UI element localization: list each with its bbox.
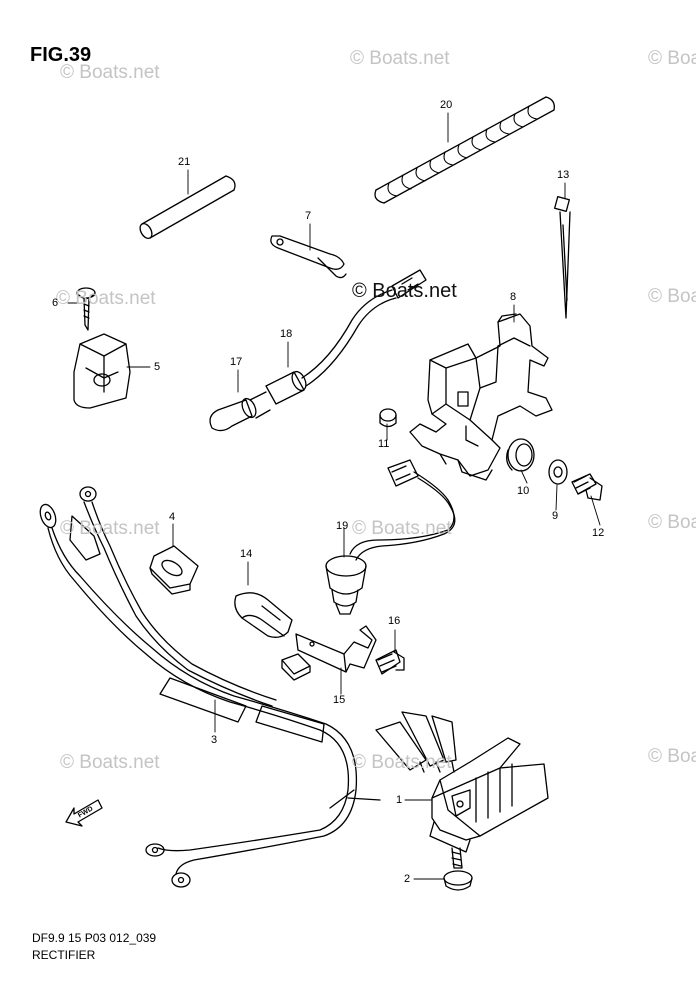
- callout-20: 20: [440, 99, 453, 111]
- part-clamp: [270, 235, 347, 279]
- part-spiral-wrap: [374, 96, 555, 204]
- callout-2: 2: [404, 873, 411, 885]
- callout-10: 10: [517, 485, 530, 497]
- callout-17: 17: [230, 356, 243, 368]
- callout-14: 14: [240, 548, 253, 560]
- figure-title: FIG.39: [30, 44, 92, 66]
- callout-6: 6: [52, 297, 59, 309]
- part-cap: [379, 408, 397, 428]
- watermark: © Boats.net: [350, 48, 450, 69]
- watermark: © Boats.net: [60, 62, 160, 83]
- watermark: © Boats.net: [60, 518, 160, 539]
- callout-19: 19: [336, 520, 349, 532]
- part-bolt: [571, 473, 603, 501]
- callout-18: 18: [280, 328, 293, 340]
- watermark: © Boats.net: [648, 48, 696, 69]
- part-mounting-bolt: [443, 847, 473, 891]
- part-cover: [234, 592, 293, 638]
- part-grommet-plate: [149, 545, 199, 595]
- callout-21: 21: [178, 156, 191, 168]
- leader-lines: [67, 112, 601, 880]
- part-holder: [73, 333, 131, 409]
- callout-8: 8: [510, 291, 517, 303]
- figure-name: RECTIFIER: [32, 948, 96, 962]
- part-tube: [139, 175, 236, 240]
- callout-7: 7: [305, 210, 312, 222]
- part-pilot-lamp-harness: [209, 269, 427, 432]
- callout-15: 15: [333, 694, 346, 706]
- part-sensor-harness: [325, 459, 456, 615]
- watermark: © Boats.net: [60, 752, 160, 773]
- watermark: © Boats.net: [56, 288, 156, 309]
- fwd-arrow-icon: FWD: [65, 799, 103, 827]
- figure-code: DF9.9 15 P03 012_039: [32, 931, 157, 945]
- callout-16: 16: [388, 615, 401, 627]
- part-washer: [548, 459, 568, 485]
- watermark: © Boats.net: [648, 512, 696, 533]
- part-cable-tie: [554, 196, 571, 319]
- watermark: © Boats.net: [648, 746, 696, 767]
- watermark: © Boats.net: [352, 280, 457, 302]
- part-screw: [76, 287, 96, 331]
- callout-11: 11: [378, 438, 390, 450]
- callout-3: 3: [211, 734, 218, 746]
- callout-4: 4: [169, 511, 176, 523]
- callout-9: 9: [552, 510, 559, 522]
- callout-1: 1: [396, 794, 403, 806]
- watermark: © Boats.net: [648, 286, 696, 307]
- part-grommet: [506, 438, 535, 472]
- part-bracket: [409, 313, 553, 481]
- watermark: © Boats.net: [352, 752, 452, 773]
- part-small-bolt: [375, 649, 405, 675]
- part-plate-bracket: [281, 625, 377, 681]
- callout-12: 12: [592, 527, 605, 539]
- part-rectifier: [375, 711, 549, 853]
- callout-13: 13: [557, 169, 570, 181]
- watermark: © Boats.net: [352, 518, 452, 539]
- callout-5: 5: [154, 361, 161, 373]
- part-wire-harness: [39, 486, 381, 888]
